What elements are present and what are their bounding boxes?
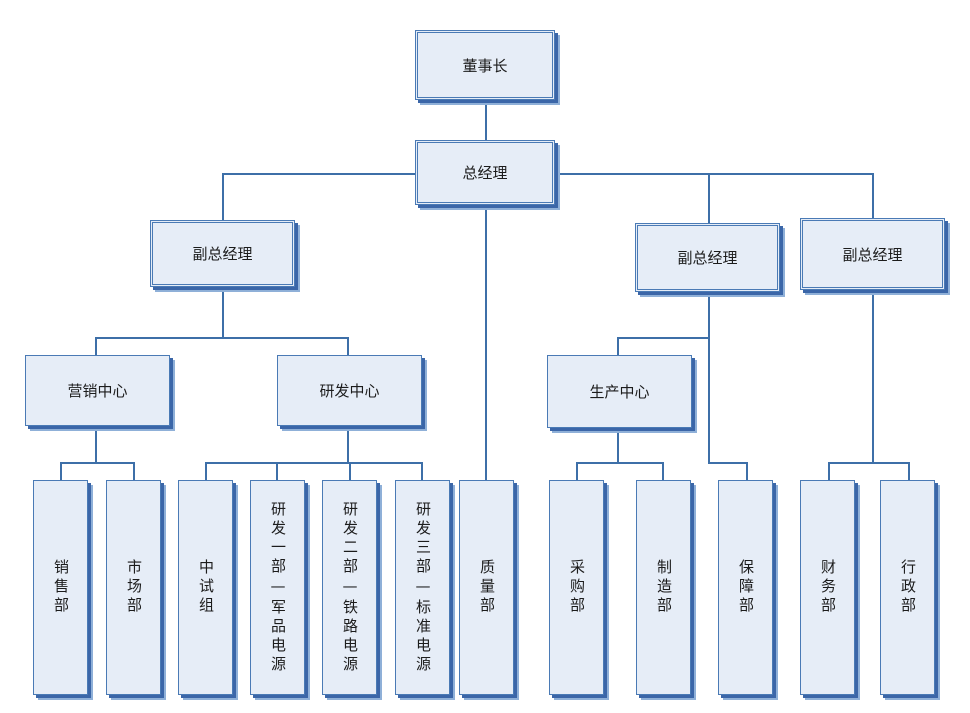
dept-pilot: 中试组 [178, 480, 233, 695]
connector [205, 462, 207, 480]
connector [828, 462, 830, 480]
connector [347, 337, 349, 355]
chairman-box: 董事长 [415, 30, 555, 100]
production-center-box: 生产中心 [547, 355, 692, 428]
dept-sales-label: 销售部 [52, 559, 70, 616]
connector [222, 173, 224, 220]
vice-gm-3-label: 副总经理 [842, 245, 903, 264]
connector [872, 173, 874, 218]
dept-rd1: 研发一部—军品电源 [250, 480, 305, 695]
connector [872, 290, 874, 463]
connector [576, 462, 664, 464]
dept-purchasing: 采购部 [549, 480, 604, 695]
connector [222, 173, 418, 175]
connector [746, 462, 748, 480]
dept-finance-label: 财务部 [819, 559, 837, 616]
dept-support-label: 保障部 [737, 559, 755, 616]
dept-rd3: 研发三部—标准电源 [395, 480, 450, 695]
connector [617, 337, 619, 355]
vice-gm-2-label: 副总经理 [677, 249, 738, 267]
general-manager-box: 总经理 [415, 140, 555, 205]
connector [95, 337, 97, 355]
rd-center-label: 研发中心 [319, 382, 380, 400]
dept-purchasing-label: 采购部 [568, 559, 586, 616]
connector [60, 462, 62, 480]
connector [421, 462, 423, 480]
connector [222, 287, 224, 338]
connector [708, 462, 747, 464]
connector [485, 205, 487, 480]
dept-rd2: 研发二部—铁路电源 [322, 480, 377, 695]
dept-support: 保障部 [718, 480, 773, 695]
marketing-center-label: 营销中心 [67, 382, 128, 400]
connector [708, 173, 710, 223]
connector [349, 462, 351, 480]
connector [708, 292, 710, 463]
chairman-label: 董事长 [462, 56, 508, 75]
dept-market: 市场部 [106, 480, 161, 695]
dept-admin-label: 行政部 [899, 559, 917, 616]
dept-manufacturing: 制造部 [636, 480, 691, 695]
connector [347, 426, 349, 463]
production-center-label: 生产中心 [589, 383, 650, 401]
dept-rd2-label: 研发二部—铁路电源 [341, 500, 359, 675]
vice-gm-3-box: 副总经理 [800, 218, 945, 290]
connector [908, 462, 910, 480]
marketing-center-box: 营销中心 [25, 355, 170, 426]
vice-gm-2-box: 副总经理 [635, 223, 780, 292]
connector [555, 173, 873, 175]
connector [485, 100, 487, 140]
dept-market-label: 市场部 [125, 559, 143, 616]
dept-rd3-label: 研发三部—标准电源 [414, 500, 432, 675]
connector [95, 426, 97, 463]
rd-center-box: 研发中心 [277, 355, 422, 426]
connector [205, 462, 423, 464]
connector [276, 462, 278, 480]
connector [617, 337, 709, 339]
dept-sales: 销售部 [33, 480, 88, 695]
dept-quality-label: 质量部 [478, 559, 496, 616]
connector [95, 337, 348, 339]
connector [60, 462, 135, 464]
connector [617, 428, 619, 463]
dept-finance: 财务部 [800, 480, 855, 695]
dept-pilot-label: 中试组 [197, 559, 215, 616]
vice-gm-1-label: 副总经理 [192, 245, 253, 263]
vice-gm-1-box: 副总经理 [150, 220, 295, 287]
dept-manufacturing-label: 制造部 [655, 559, 673, 616]
connector [662, 462, 664, 480]
dept-admin: 行政部 [880, 480, 935, 695]
general-manager-label: 总经理 [462, 164, 508, 182]
connector [828, 462, 910, 464]
connector [133, 462, 135, 480]
dept-rd1-label: 研发一部—军品电源 [269, 500, 287, 675]
connector [576, 462, 578, 480]
dept-quality: 质量部 [459, 480, 514, 695]
